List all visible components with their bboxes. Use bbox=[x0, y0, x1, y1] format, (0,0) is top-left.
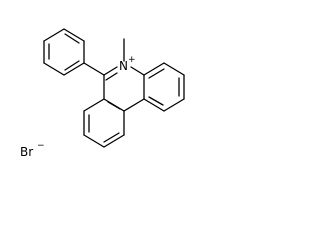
bottom-ring-inner-2 bbox=[103, 132, 120, 143]
phenyl-c6-bond bbox=[83, 62, 105, 76]
bromide-charge: − bbox=[37, 141, 45, 151]
right-ring-bond-4 bbox=[163, 98, 185, 112]
phenyl-inner-bond-2 bbox=[64, 60, 80, 71]
phenyl-inner-bond-1 bbox=[64, 33, 80, 44]
right-ring-bond-1 bbox=[143, 62, 165, 76]
phenyl-ring bbox=[43, 28, 85, 76]
phenyl-bond-6 bbox=[43, 28, 65, 42]
bromide-label: Br bbox=[20, 145, 33, 159]
bottom-ring-bond-3 bbox=[83, 134, 105, 148]
phenyl-bond-4 bbox=[43, 62, 65, 76]
pyridinium-ring bbox=[103, 66, 145, 112]
n-c4a-bond bbox=[130, 66, 145, 76]
right-ring-inner-1 bbox=[148, 68, 165, 79]
c6-n-double-bond bbox=[105, 72, 118, 81]
structure-canvas: N + Br − bbox=[0, 0, 212, 169]
phenyl-bond-3 bbox=[63, 62, 85, 76]
c10b-c10a-bond bbox=[123, 98, 145, 112]
bottom-ring-bond-1 bbox=[83, 98, 105, 112]
right-ring-inner-3 bbox=[148, 96, 164, 106]
bottom-benzo-ring bbox=[83, 98, 125, 148]
bottom-ring-bond-4 bbox=[103, 134, 125, 148]
c6-n-bond bbox=[103, 66, 118, 76]
nitrogen-label: N bbox=[119, 59, 128, 73]
right-ring-bond-2 bbox=[163, 62, 185, 76]
right-benzo-ring bbox=[143, 62, 185, 112]
phenyl-bond-1 bbox=[63, 28, 85, 42]
molecule-drawing: N + Br − bbox=[20, 28, 185, 159]
bottom-ring-inner-3 bbox=[107, 101, 121, 110]
right-ring-bond-5 bbox=[143, 98, 165, 112]
nitrogen-charge: + bbox=[128, 55, 136, 65]
